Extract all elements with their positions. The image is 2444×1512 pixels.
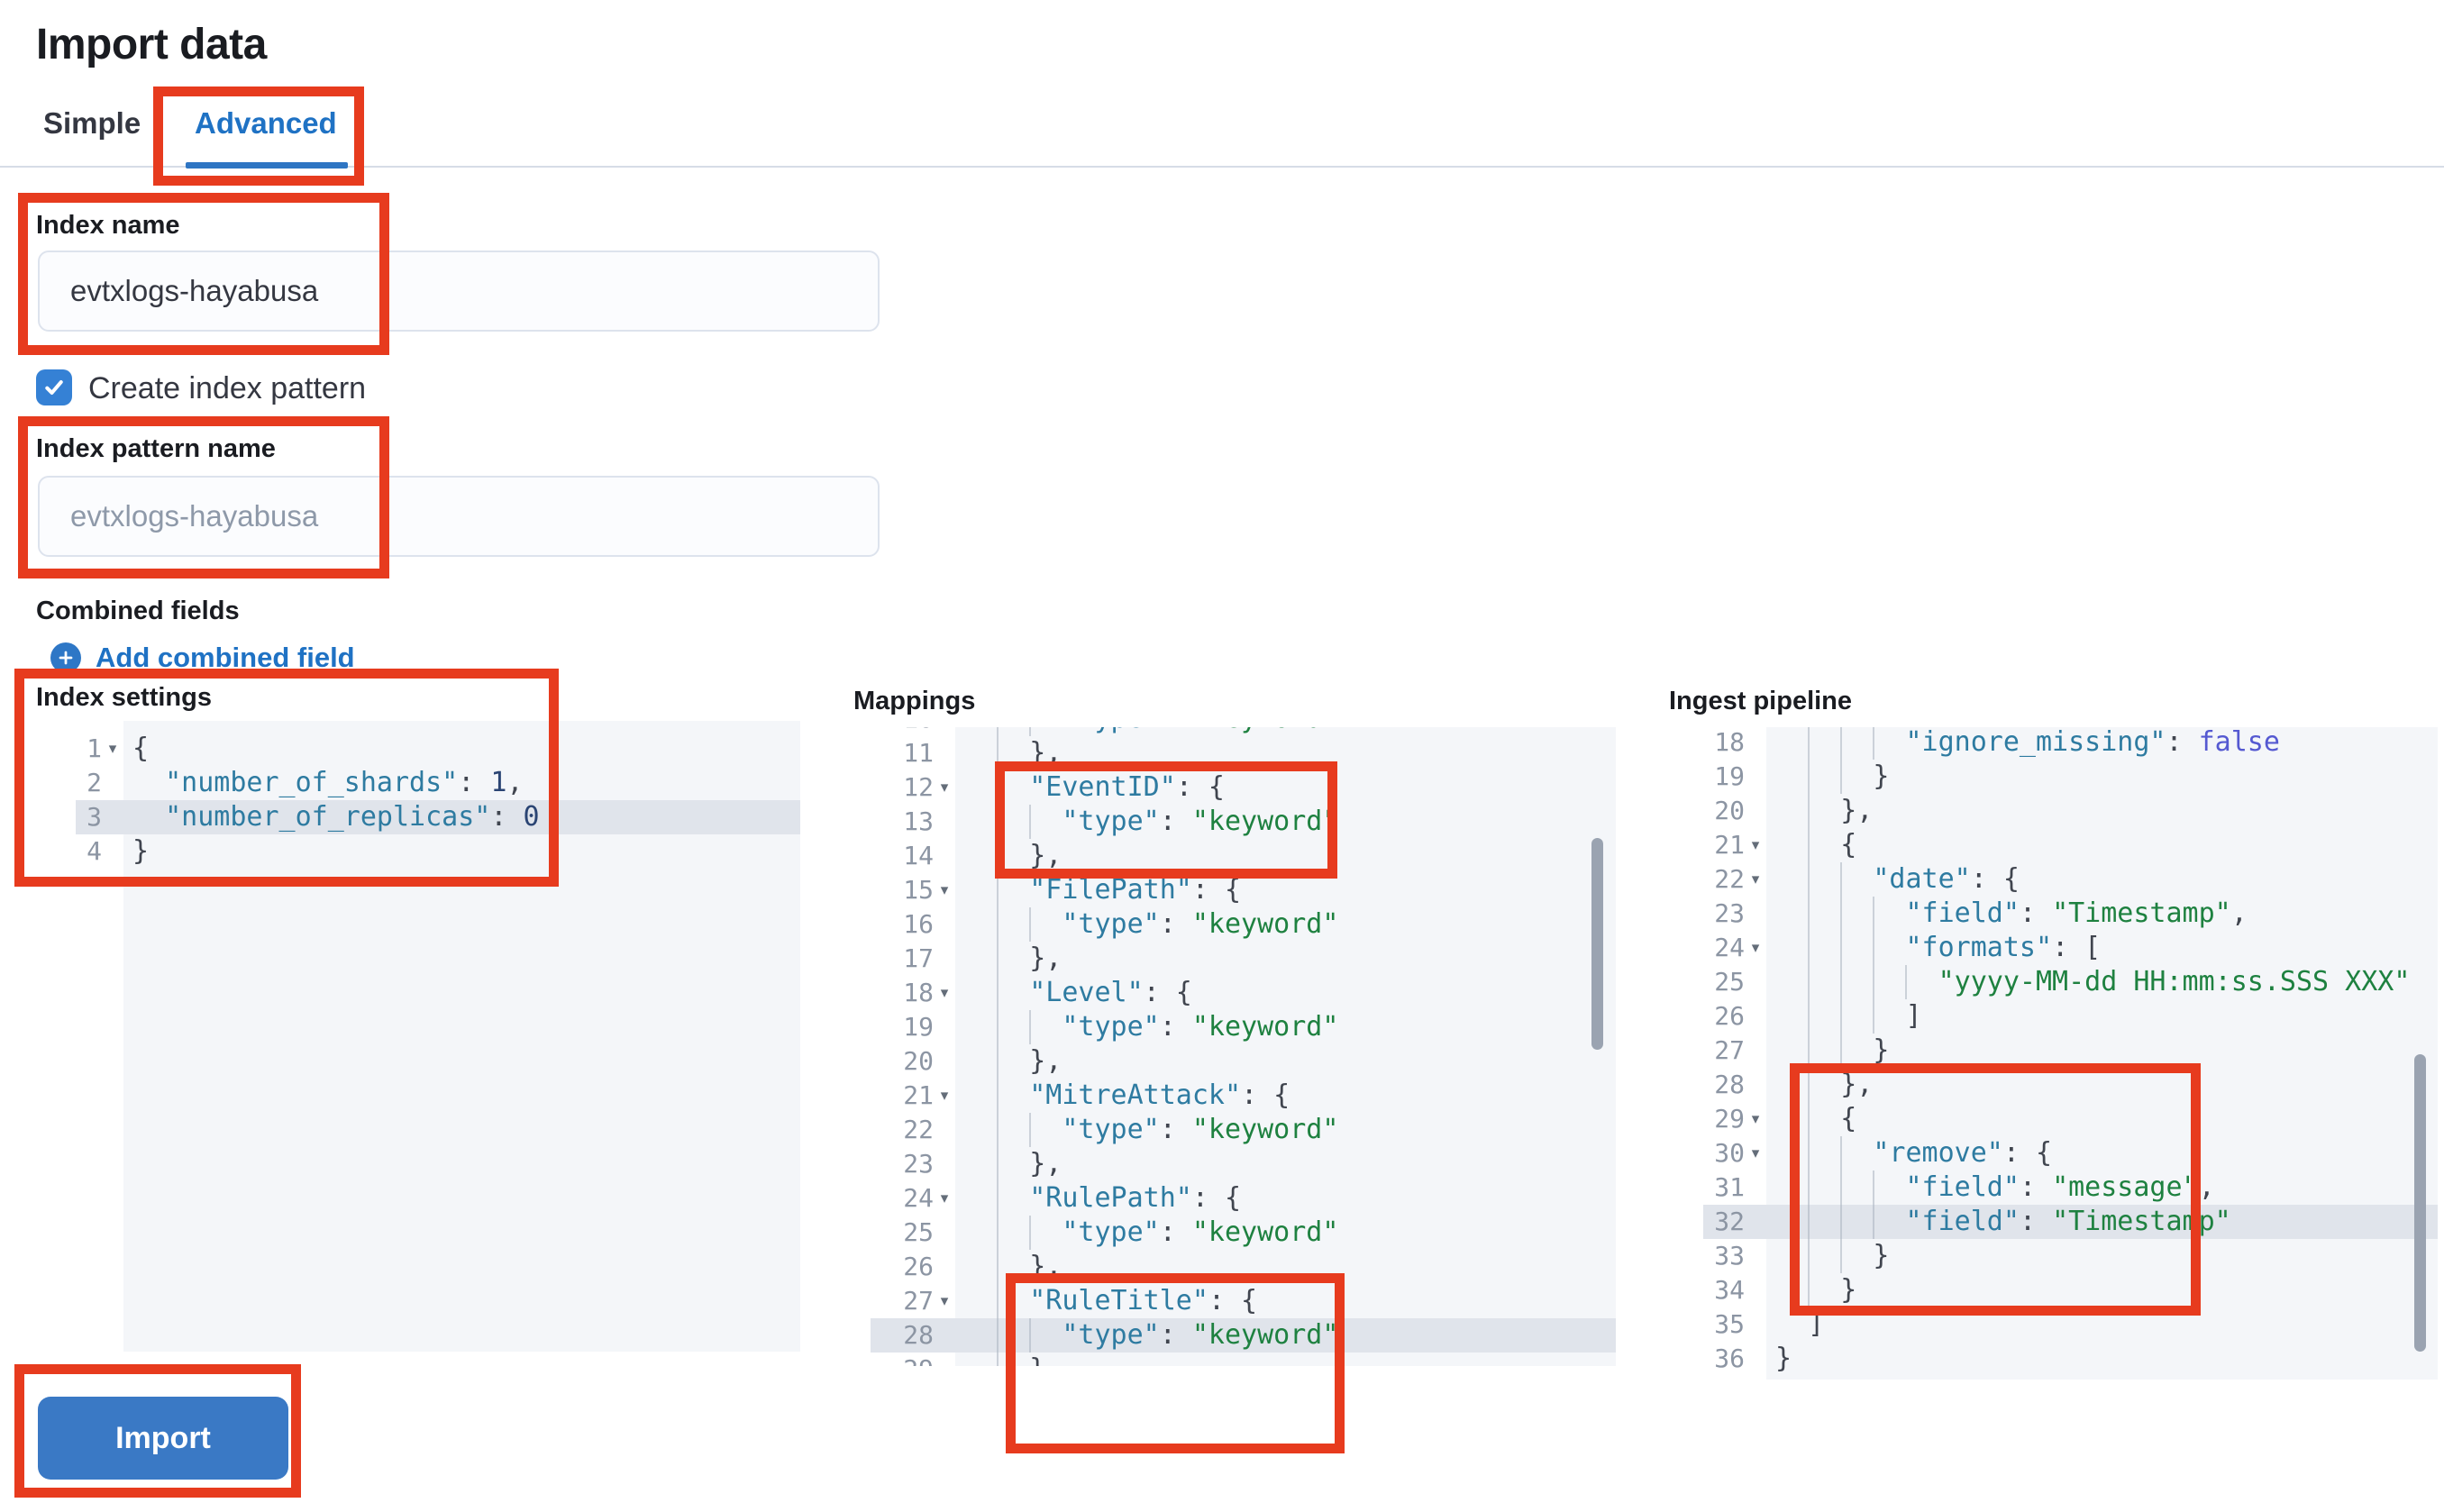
code-line-11: 11 }, — [903, 736, 1062, 770]
code-line-27: 27▾ "RuleTitle": { — [903, 1284, 1258, 1318]
code-line-22: 22▾ "date": { — [1714, 862, 2020, 897]
code-line-19: 19 "type": "keyword" — [903, 1010, 1339, 1044]
create-index-pattern-label: Create index pattern — [88, 371, 367, 405]
code-line-25: 25 "type": "keyword" — [903, 1216, 1339, 1250]
index-pattern-name-input[interactable] — [38, 476, 880, 557]
ingest-pipeline-title: Ingest pipeline — [1669, 687, 1853, 715]
code-line-29: 29▾ { — [1714, 1102, 1857, 1136]
page-title: Import data — [36, 21, 267, 68]
fold-arrow-icon[interactable]: ▾ — [940, 984, 949, 1001]
code-line-2: 2 "number_of_shards": 1, — [87, 767, 524, 798]
code-line-36: 36} — [1714, 1343, 1792, 1374]
fold-arrow-icon[interactable]: ▾ — [940, 779, 949, 796]
code-line-21: 21▾ "MitreAttack": { — [903, 1079, 1290, 1113]
combined-fields-label: Combined fields — [36, 597, 240, 625]
code-line-20: 20 }, — [903, 1044, 1062, 1079]
tab-advanced[interactable]: Advanced — [195, 106, 337, 140]
code-line-1: 1▾{ — [87, 733, 150, 764]
ingest-pipeline-scrollbar[interactable] — [2414, 1054, 2426, 1352]
tab-simple[interactable]: Simple — [43, 106, 141, 140]
code-line-17: 17 }, — [903, 942, 1062, 976]
code-line-4: 4} — [87, 835, 150, 867]
code-line-14: 14 }, — [903, 839, 1062, 873]
index-settings-title: Index settings — [36, 683, 212, 712]
fold-arrow-icon[interactable]: ▾ — [940, 1292, 949, 1309]
code-line-35: 35 ] — [1714, 1308, 1825, 1340]
fold-arrow-icon[interactable]: ▾ — [1751, 1110, 1760, 1127]
index-pattern-name-label: Index pattern name — [36, 434, 276, 463]
code-line-26: 26 ] — [1714, 999, 1922, 1034]
index-name-input[interactable] — [38, 250, 880, 332]
code-line-32: 32 "field": "Timestamp" — [1703, 1205, 2438, 1239]
code-line-28: 28 }, — [1714, 1068, 1874, 1102]
add-combined-field-link[interactable]: Add combined field — [50, 642, 355, 674]
code-line-26: 26 }, — [903, 1250, 1062, 1284]
code-line-10: 10 "type": "keyword" — [871, 727, 1616, 736]
code-line-25: 25 "yyyy-MM-dd HH:mm:ss.SSS XXX" — [1714, 965, 2411, 999]
code-line-21: 21▾ { — [1714, 828, 1857, 862]
code-line-24: 24▾ "RulePath": { — [903, 1181, 1242, 1216]
fold-arrow-icon[interactable]: ▾ — [1751, 870, 1760, 888]
code-line-27: 27 } — [1714, 1034, 1890, 1068]
check-icon — [41, 375, 67, 400]
fold-arrow-icon[interactable]: ▾ — [1751, 1144, 1760, 1161]
code-line-29: 29 }, — [871, 1353, 1616, 1366]
fold-arrow-icon[interactable]: ▾ — [940, 1087, 949, 1104]
code-line-23: 23 }, — [903, 1147, 1062, 1181]
code-line-3: 3 "number_of_replicas": 0 — [76, 800, 800, 834]
create-index-pattern-checkbox[interactable] — [36, 369, 72, 405]
code-line-30: 30▾ "remove": { — [1714, 1136, 2053, 1170]
code-line-31: 31 "field": "message", — [1714, 1170, 2215, 1205]
fold-arrow-icon[interactable]: ▾ — [940, 881, 949, 898]
index-settings-editor[interactable]: 1▾{2 "number_of_shards": 1,3 "number_of_… — [76, 721, 800, 1352]
code-line-19: 19 } — [1714, 760, 1890, 794]
fold-arrow-icon[interactable]: ▾ — [940, 1189, 949, 1207]
fold-arrow-icon[interactable]: ▾ — [1751, 939, 1760, 956]
mappings-editor[interactable]: 10 "type": "keyword"11 },12▾ "EventID": … — [871, 727, 1616, 1366]
code-line-12: 12▾ "EventID": { — [903, 770, 1225, 805]
code-line-20: 20 }, — [1714, 794, 1874, 828]
mappings-title: Mappings — [853, 687, 976, 715]
code-line-18: 18 "ignore_missing": false — [1714, 727, 2280, 760]
code-line-13: 13 "type": "keyword" — [903, 805, 1339, 839]
active-tab-underline — [186, 162, 348, 169]
code-line-28: 28 "type": "keyword" — [871, 1318, 1616, 1353]
code-line-15: 15▾ "FilePath": { — [903, 873, 1242, 907]
fold-arrow-icon[interactable]: ▾ — [108, 740, 117, 757]
code-line-22: 22 "type": "keyword" — [903, 1113, 1339, 1147]
code-line-18: 18▾ "Level": { — [903, 976, 1192, 1010]
add-combined-field-label: Add combined field — [96, 642, 355, 673]
code-line-16: 16 "type": "keyword" — [903, 907, 1339, 942]
index-name-label: Index name — [36, 211, 180, 240]
fold-arrow-icon[interactable]: ▾ — [1751, 836, 1760, 853]
code-line-24: 24▾ "formats": [ — [1714, 931, 2102, 965]
code-line-34: 34 } — [1714, 1273, 1857, 1307]
mappings-scrollbar[interactable] — [1591, 838, 1603, 1050]
plus-icon — [50, 642, 81, 673]
import-button[interactable]: Import — [38, 1397, 288, 1480]
code-line-33: 33 } — [1714, 1239, 1890, 1273]
tabs-divider — [0, 166, 2444, 168]
code-line-23: 23 "field": "Timestamp", — [1714, 897, 2248, 931]
